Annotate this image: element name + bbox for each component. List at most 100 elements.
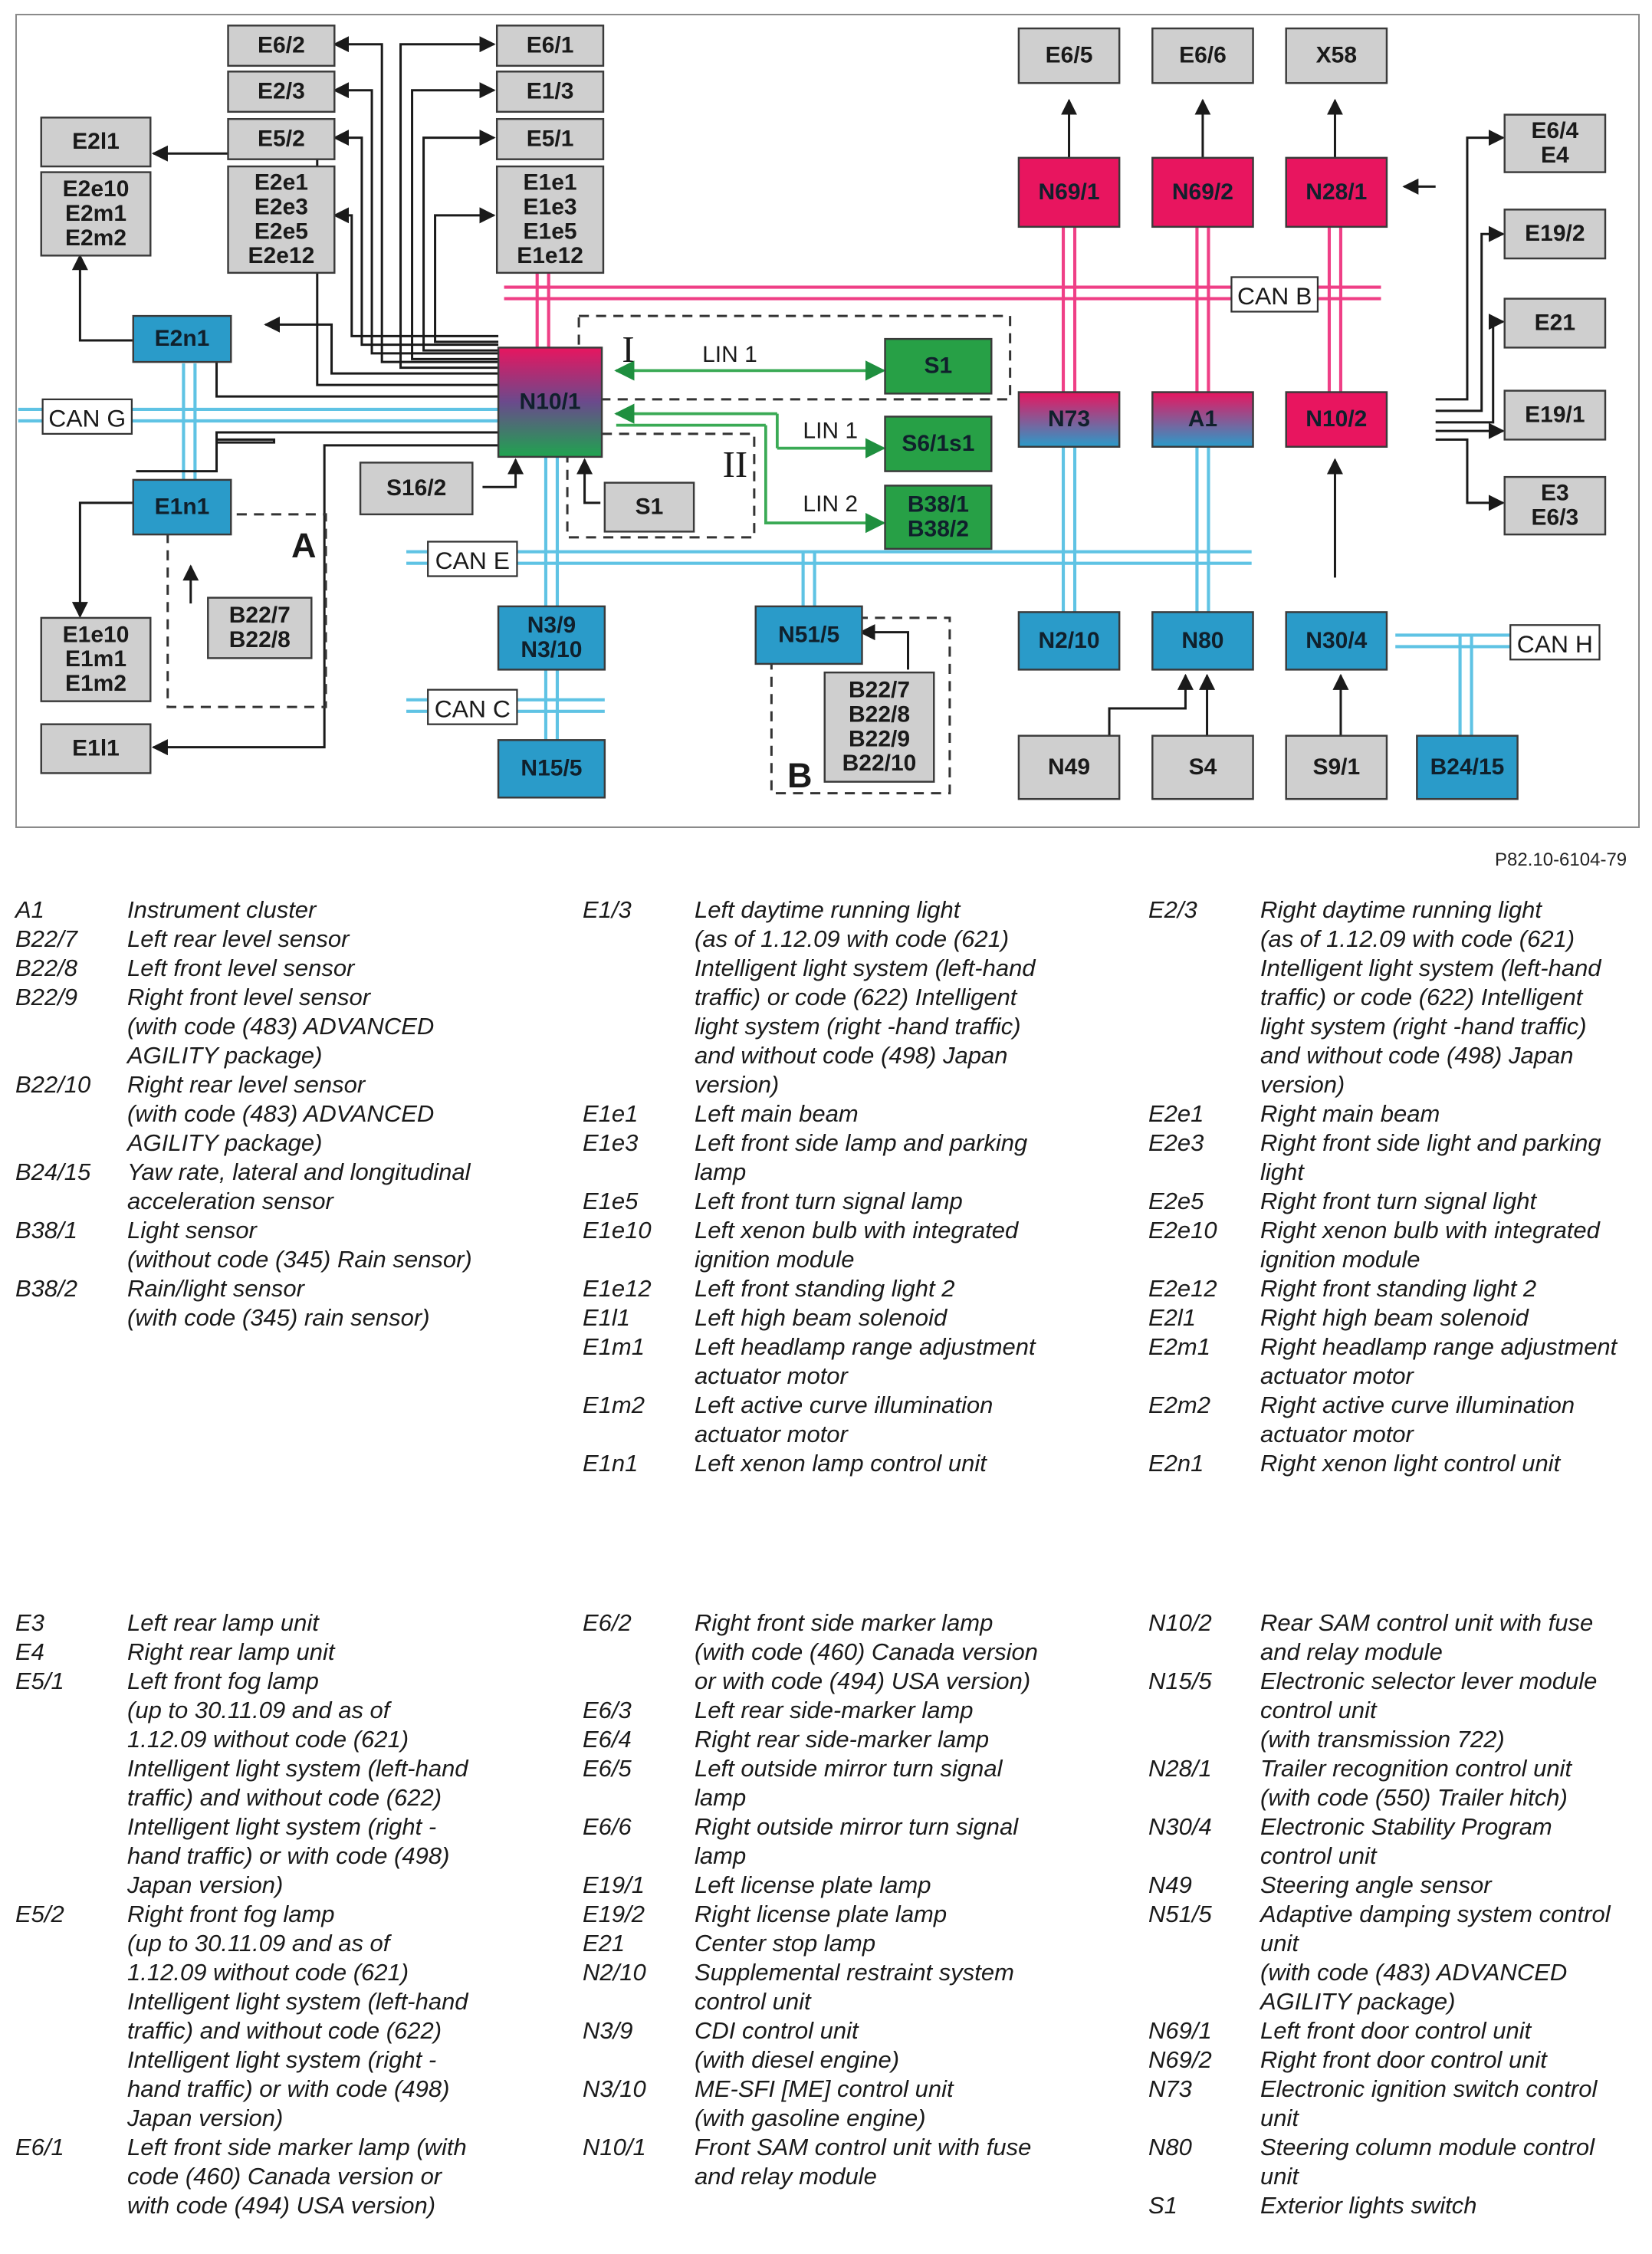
legend-code: E2e12 [1148,1275,1217,1302]
box-s1-group-I-shape [884,337,993,395]
legend-description-line: actuator motor [1260,1421,1414,1447]
box-e1e1-group-label: E1e5 [524,219,577,244]
box-b22-7-b22-8-A-shape [207,596,313,659]
legend-description: Light sensor(without code (345) Rain sen… [127,1216,567,1274]
box-e6-1-label: E6/1 [527,32,574,58]
group-B-label: B [787,756,812,795]
legend-description: Left high beam solenoid [695,1303,1135,1332]
legend-code: E4 [15,1638,44,1665]
box-e6-5-shape [1017,27,1121,84]
legend-description-line: (as of 1.12.09 with code (621) [1260,925,1575,952]
legend-description-line: Steering angle sensor [1260,1871,1492,1898]
box-n30-4-label: N30/4 [1306,628,1367,653]
legend-code: E5/2 [15,1901,64,1927]
box-e1-3-label: E1/3 [527,79,574,104]
box-e6-6-shape [1151,27,1254,84]
box-e6-2-label: E6/2 [258,32,305,58]
box-e2l1: E2l1 [40,117,152,168]
box-e21-label: E21 [1535,310,1575,335]
reference-code: P82.10-6104-79 [1495,849,1627,870]
box-e2l1-label: E2l1 [72,129,120,154]
legend-description-line: Intelligent light system (left-hand [127,1988,468,2015]
legend-description: Left front level sensor [127,954,567,983]
legend-description-line: Left outside mirror turn signal [695,1755,1003,1782]
legend-description-line: Right rear side-marker lamp [695,1726,990,1753]
box-s4-shape [1151,734,1254,800]
legend-description-line: (with code (483) ADVANCED [127,1100,435,1127]
box-n80-label: N80 [1181,628,1223,653]
legend-code: B22/8 [15,955,78,981]
legend-description: Right daytime running light(as of 1.12.0… [1260,895,1639,1099]
signal-lines [71,36,1505,756]
legend-description-line: Left daytime running light [695,896,961,923]
box-x58-shape [1285,27,1388,84]
legend-description: Center stop lamp [695,1929,1135,1958]
legend-description-line: Right main beam [1260,1100,1440,1127]
box-n51-5-label: N51/5 [778,622,839,647]
legend-code: E2l1 [1148,1304,1197,1331]
legend-code: N80 [1148,2134,1192,2160]
legend-code: N51/5 [1148,1901,1212,1927]
group-II-label: II [723,444,747,485]
legend-code: N10/1 [583,2134,646,2160]
legend-description: Left daytime running light(as of 1.12.09… [695,895,1135,1099]
box-s6-1s1: S6/1s1 [884,416,993,472]
legend-description-line: Intelligent light system (left-hand [1260,955,1601,981]
box-n49-shape [1017,734,1121,800]
group-I-label: I [622,329,634,370]
box-n73: N73 [1017,391,1121,448]
box-n10-2-label: N10/2 [1306,406,1367,432]
legend-description: Left front turn signal lamp [695,1187,1135,1216]
box-n30-4: N30/4 [1285,611,1388,671]
legend-description-line: hand traffic) or with code (498) [127,1842,450,1869]
box-e2l1-shape [40,117,152,168]
box-n3-9-n3-10-shape [497,605,606,671]
legend-description-line: Left front turn signal lamp [695,1188,963,1214]
legend-description: Right front turn signal light [1260,1187,1639,1216]
legend-description-line: Yaw rate, lateral and longitudinal [127,1158,471,1185]
box-e19-2-label: E19/2 [1525,221,1585,246]
legend-description-line: AGILITY package) [1260,1988,1456,2015]
legend-description-line: Light sensor [127,1217,257,1244]
legend-code: N30/4 [1148,1813,1212,1840]
lin1a-label: LIN 1 [702,342,757,367]
legend-description: Right xenon light control unit [1260,1449,1639,1478]
can-drops-pink [535,226,1343,399]
legend-description-line: Center stop lamp [695,1930,876,1957]
legend-description-line: (with code (550) Trailer hitch) [1260,1784,1568,1811]
legend-code: E6/1 [15,2134,64,2160]
box-n69-1-shape [1017,156,1121,228]
legend-description: Right front standing light 2 [1260,1274,1639,1303]
box-e1l1-shape [40,723,152,774]
box-b24-15-shape [1416,734,1519,800]
legend-description-line: control unit [695,1988,811,2015]
legend-description-line: Right front standing light 2 [1260,1275,1537,1302]
box-b22-group-B-label: B22/7 [849,678,910,703]
legend-description-line: Right front side light and parking [1260,1129,1601,1156]
legend-code: E1e12 [583,1275,652,1302]
box-e1n1-shape [132,478,232,536]
box-x58-label: X58 [1316,43,1357,68]
legend-description-line: Left rear lamp unit [127,1609,319,1636]
legend-description-line: lamp [695,1158,747,1185]
legend-code: E21 [583,1930,626,1957]
box-n73-label: N73 [1048,406,1090,432]
legend-code: E19/1 [583,1871,645,1898]
